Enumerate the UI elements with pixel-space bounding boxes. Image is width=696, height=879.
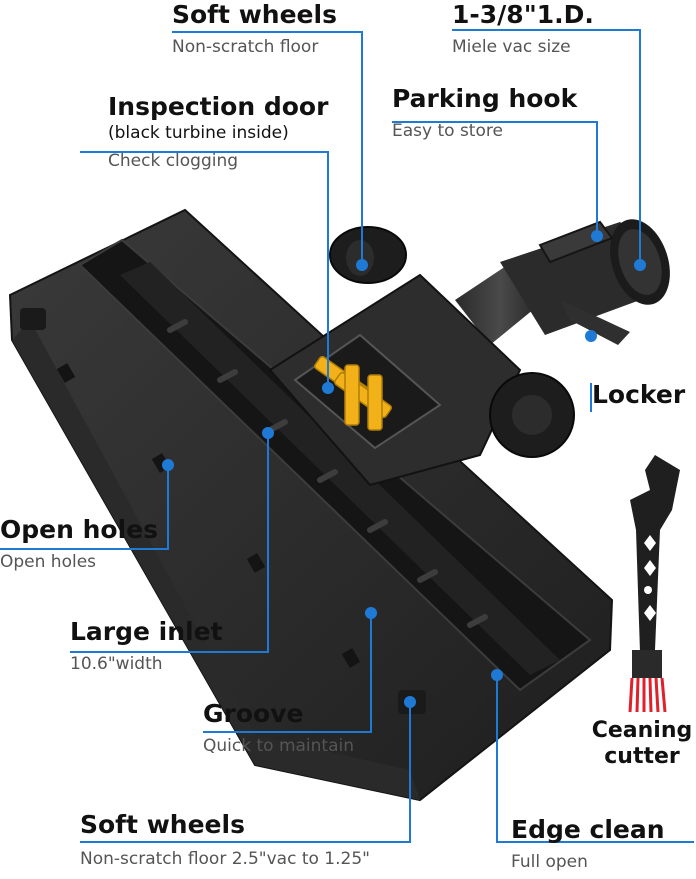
callout-title: Groove bbox=[203, 699, 304, 728]
nozzle-body bbox=[8, 208, 614, 802]
callout-note: (black turbine inside) bbox=[108, 123, 289, 143]
callout-desc: Non-scratch floor 2.5"vac to 1.25" bbox=[80, 849, 370, 869]
callout-title: Inspection door bbox=[108, 92, 329, 121]
callout-desc: Quick to maintain bbox=[203, 736, 354, 756]
callout-desc: Non-scratch floor bbox=[172, 37, 319, 57]
locker-clip bbox=[560, 300, 630, 345]
callout-groove: Groove Quick to maintain bbox=[203, 699, 354, 757]
callout-inspection-door: Inspection door (black turbine inside) C… bbox=[108, 92, 328, 172]
leader-dots bbox=[162, 230, 646, 708]
callout-desc: Full open bbox=[511, 852, 588, 872]
callout-title: 1-3/8"1.D. bbox=[452, 0, 594, 29]
callout-soft-wheels-top: Soft wheels Non-scratch floor bbox=[172, 0, 337, 58]
callout-title: Soft wheels bbox=[80, 810, 245, 839]
rear-housing bbox=[268, 273, 522, 487]
tool-label-line2: cutter bbox=[604, 744, 680, 769]
callout-desc: Miele vac size bbox=[452, 37, 571, 57]
callout-title: Open holes bbox=[0, 515, 158, 544]
callout-open-holes: Open holes Open holes bbox=[0, 515, 158, 573]
callout-locker: Locker bbox=[592, 380, 685, 410]
tool-label-line1: Ceaning bbox=[591, 718, 693, 743]
callout-title: Soft wheels bbox=[172, 0, 337, 29]
callout-title: Locker bbox=[592, 380, 686, 409]
callout-title: Large inlet bbox=[70, 617, 223, 646]
rear-wheels bbox=[329, 226, 575, 458]
callout-title: Edge clean bbox=[511, 815, 665, 844]
callout-id-size: 1-3/8"1.D. Miele vac size bbox=[452, 0, 594, 58]
callout-edge-clean: Edge clean Full open bbox=[511, 815, 665, 873]
callout-parking-hook: Parking hook Easy to store bbox=[392, 84, 577, 142]
callout-desc: Easy to store bbox=[392, 121, 503, 141]
callout-title: Parking hook bbox=[392, 84, 578, 113]
callout-desc: 10.6"width bbox=[70, 654, 163, 674]
neck-tube bbox=[455, 219, 670, 345]
leader-lines bbox=[0, 29, 694, 843]
bristles bbox=[628, 677, 667, 713]
cleaning-cutter-tool bbox=[628, 455, 680, 713]
callout-desc: Check clogging bbox=[108, 151, 239, 171]
tool-label: Ceaning cutter bbox=[584, 718, 696, 770]
callout-soft-wheels-bottom: Soft wheels Non-scratch floor 2.5"vac to… bbox=[80, 810, 370, 870]
callout-large-inlet: Large inlet 10.6"width bbox=[70, 617, 223, 675]
callout-desc: Open holes bbox=[0, 552, 97, 572]
